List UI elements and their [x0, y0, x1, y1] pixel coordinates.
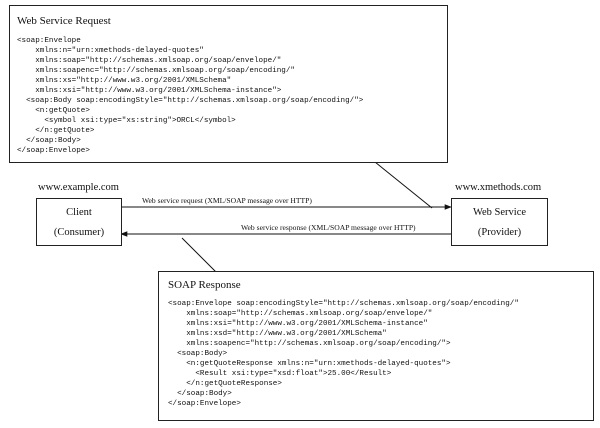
request-callout-line — [374, 161, 433, 209]
request-box: Web Service Request <soap:Envelope xmlns… — [9, 5, 448, 163]
response-box-title: SOAP Response — [168, 279, 241, 291]
response-box: SOAP Response <soap:Envelope soap:encodi… — [158, 271, 594, 421]
client-node: Client (Consumer) — [36, 198, 122, 246]
client-site-label: www.example.com — [38, 182, 119, 193]
request-xml: <soap:Envelope xmlns:n="urn:xmethods-del… — [17, 37, 364, 155]
service-name: Web Service — [472, 207, 527, 218]
response-label: Web service response (XML/SOAP message o… — [241, 223, 416, 232]
client-role: (Consumer) — [53, 227, 105, 238]
service-role: (Provider) — [477, 227, 522, 238]
response-callout-line — [181, 237, 217, 273]
request-label: Web service request (XML/SOAP message ov… — [142, 196, 312, 205]
request-box-title: Web Service Request — [17, 15, 111, 27]
response-xml: <soap:Envelope soap:encodingStyle="http:… — [168, 300, 519, 408]
service-site-label: www.xmethods.com — [455, 182, 542, 193]
service-node: Web Service (Provider) — [451, 198, 548, 246]
client-name: Client — [66, 207, 92, 218]
